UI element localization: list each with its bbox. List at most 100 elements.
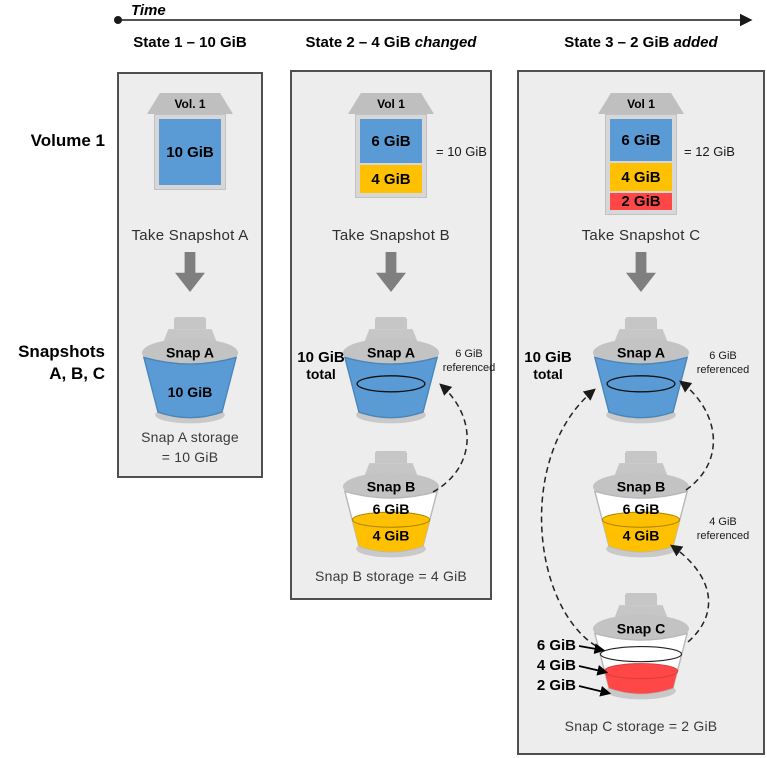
bucket-cap-flange	[364, 329, 418, 342]
fill-level-line	[599, 646, 683, 663]
snap-a-name: Snap A	[166, 344, 214, 360]
volume-block-10gib: 10 GiB	[159, 119, 221, 185]
total-storage-label-state-2: 10 GiB total	[292, 349, 350, 382]
bucket-cap-icon	[374, 450, 408, 464]
snap-a-storage-line1: Snap A storage	[141, 429, 239, 445]
bucket-cap-icon	[624, 592, 658, 606]
timeline-label: Time	[131, 2, 166, 19]
snap-c-storage-note: Snap C storage = 2 GiB	[564, 718, 718, 734]
snap-b-name: Snap B	[367, 478, 416, 494]
snap-b-bucket-state-3: Snap B 6 GiB 4 GiB	[592, 450, 690, 558]
bucket-body-blue	[343, 356, 439, 419]
bucket-cap-icon	[173, 316, 207, 330]
bucket-cap-flange	[614, 463, 668, 476]
snap-b-top-size: 6 GiB	[623, 501, 660, 517]
ref-line2: referenced	[442, 362, 496, 374]
take-snapshot-a-text: Take Snapshot A	[131, 227, 249, 244]
snap-a-storage-note: Snap A storage = 10 GiB	[117, 427, 263, 467]
volume-cap-label: Vol 1	[627, 97, 655, 111]
mark-2gib: 2 GiB	[536, 677, 576, 694]
snap-a-bucket-state-3: Snap A	[592, 316, 690, 424]
total-storage-label-state-3: 10 GiB total	[519, 349, 577, 382]
snap-a-name: Snap A	[617, 344, 665, 360]
take-snapshot-b-text: Take Snapshot B	[332, 227, 450, 244]
volume-icon-state-1: 10 GiB	[154, 114, 226, 190]
snap-b-bottom-size: 4 GiB	[623, 527, 660, 543]
volume-block-label: 6 GiB	[371, 132, 411, 150]
state-2-header: State 2 – 4 GiB changed	[278, 34, 504, 51]
bucket-body-blue	[142, 356, 238, 419]
snap-c-bucket-state-3: Snap C	[592, 592, 690, 700]
snap-b-name: Snap B	[617, 478, 666, 494]
total-word: total	[533, 366, 563, 382]
bucket-cap-flange	[163, 329, 217, 342]
bucket-rim	[342, 338, 440, 367]
ref-line1: 6 GiB	[709, 350, 737, 362]
state-3-header-text: State 3 – 2 GiB	[564, 34, 674, 51]
bucket-cap-flange	[614, 329, 668, 342]
ref-line2: referenced	[696, 364, 750, 376]
snap-a-size: 10 GiB	[168, 384, 213, 400]
bucket-cap-icon	[624, 316, 658, 330]
volume-cap-state-1: Vol. 1	[147, 93, 233, 114]
fill-level-line	[356, 375, 426, 393]
orange-fill-lip	[351, 511, 431, 528]
volume-block-label: 2 GiB	[621, 193, 661, 210]
total-gib: 10 GiB	[297, 349, 345, 366]
snapshots-row-label: Snapshots A, B, C	[0, 341, 105, 385]
bucket-cap-flange	[614, 605, 668, 618]
volume-block-label: 6 GiB	[621, 131, 661, 149]
volume-block-2gib: 2 GiB	[610, 193, 672, 210]
bucket-cap-icon	[374, 316, 408, 330]
total-gib: 10 GiB	[524, 349, 572, 366]
volume-total-state-2: = 10 GiB	[436, 144, 487, 159]
volume-cap-label: Vol 1	[377, 97, 405, 111]
snap-a-name: Snap A	[367, 344, 415, 360]
ref-line1: 4 GiB	[709, 516, 737, 528]
bucket-rim	[342, 472, 440, 501]
volume-total-state-3: = 12 GiB	[684, 144, 735, 159]
bucket-cap-icon	[624, 450, 658, 464]
bucket-rim	[141, 338, 239, 367]
state-2-header-text: State 2 – 4 GiB	[305, 34, 415, 51]
state-2-header-italic: changed	[414, 34, 477, 51]
orange-fill-lip	[601, 511, 681, 528]
timeline-arrow	[114, 13, 753, 27]
state-1-header: State 1 – 10 GiB	[117, 34, 263, 51]
snap-a-storage-line2: = 10 GiB	[161, 449, 219, 465]
volume-block-6gib: 6 GiB	[610, 119, 672, 161]
state-3-header-italic: added	[673, 34, 718, 51]
volume-block-4gib: 4 GiB	[360, 165, 422, 193]
ref-4gib-label-state-3: 4 GiB referenced	[690, 515, 756, 543]
volume-block-label: 4 GiB	[621, 168, 661, 186]
state-1-header-text: State 1 – 10 GiB	[133, 34, 247, 51]
volume-block-6gib: 6 GiB	[360, 119, 422, 163]
snap-b-bottom-size: 4 GiB	[373, 527, 410, 543]
ref-6gib-label-state-2: 6 GiB referenced	[437, 347, 501, 375]
snap-a-bucket-state-2: Snap A	[342, 316, 440, 424]
bucket-rim	[592, 338, 690, 367]
bucket-rim	[592, 614, 690, 643]
ref-line1: 6 GiB	[455, 348, 483, 360]
volume-cap-label: Vol. 1	[174, 97, 206, 111]
ref-6gib-label-state-3: 6 GiB referenced	[690, 349, 756, 377]
state-3-header: State 3 – 2 GiB added	[517, 34, 765, 51]
volume-icon-state-3: 6 GiB 4 GiB 2 GiB	[605, 114, 677, 215]
snap-a-bucket-state-1: Snap A 10 GiB	[141, 316, 239, 424]
red-fill-lip	[603, 663, 679, 680]
snapshots-row-label-line1: Snapshots	[18, 342, 105, 361]
volume-cap-state-2: Vol 1	[348, 93, 434, 114]
volume-cap-state-3: Vol 1	[598, 93, 684, 114]
snapshots-row-label-line2: A, B, C	[49, 364, 105, 383]
take-snapshot-c-text: Take Snapshot C	[581, 227, 701, 244]
volume-block-label: 10 GiB	[166, 143, 214, 161]
fill-level-line	[606, 375, 676, 393]
snap-b-storage-note: Snap B storage = 4 GiB	[315, 568, 467, 584]
total-word: total	[306, 366, 336, 382]
snap-c-name: Snap C	[617, 620, 666, 636]
volume-icon-state-2: 6 GiB 4 GiB	[355, 114, 427, 198]
bucket-body-blue	[593, 356, 689, 419]
bucket-cap-flange	[364, 463, 418, 476]
volume-row-label: Volume 1	[30, 131, 105, 150]
